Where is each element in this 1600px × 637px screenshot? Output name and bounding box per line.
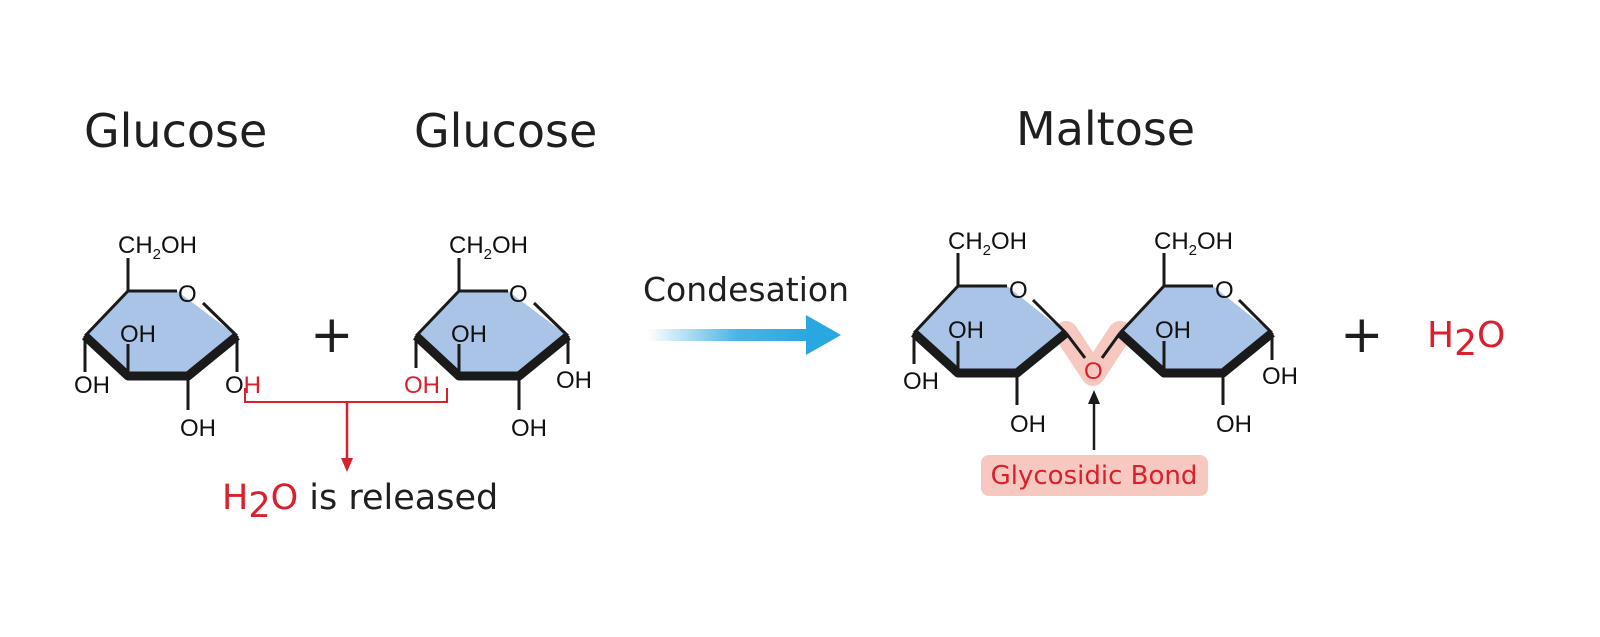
ring-fill: [85, 291, 237, 376]
bottom-oh: OH: [511, 415, 547, 442]
ring2-fill: [1120, 286, 1272, 373]
plus-sign-product: +: [1340, 305, 1384, 365]
ring-front-edge: [81, 332, 240, 381]
ring2-oxygen: O: [1215, 277, 1234, 304]
ring2-inner-oh: OH: [1155, 317, 1191, 344]
bottom-oh: OH: [180, 415, 216, 442]
inner-oh: OH: [120, 321, 156, 348]
ring-oxygen: O: [178, 281, 197, 308]
ch2oh-label: CH2OH: [449, 232, 528, 263]
bond-pointer-head: [1088, 390, 1100, 404]
ring-back-edge: [83, 289, 177, 338]
ring2-right-oh: OH: [1262, 363, 1298, 390]
ring-right-edge: [201, 301, 239, 338]
ring1-right-edge: [1031, 298, 1068, 335]
ring2-right-edge: [1237, 298, 1274, 335]
left-oh: OH: [74, 372, 110, 399]
ring1-oxygen: O: [1009, 277, 1028, 304]
ring1-fill: [914, 286, 1066, 373]
ring-front-edge: [412, 332, 571, 381]
ring-fill: [416, 291, 568, 376]
bridge-oxygen: O: [1084, 358, 1103, 385]
ring1-ch2oh-label: CH2OH: [948, 228, 1027, 259]
ring1-front-edge: [910, 329, 1069, 378]
ring2-front-edge: [1116, 329, 1275, 378]
ring2-back-edge: [1118, 284, 1213, 335]
ring1-inner-oh: OH: [948, 317, 984, 344]
ring1-left-oh: OH: [903, 368, 939, 395]
arrow-head: [806, 315, 841, 355]
glucose-1-title: Glucose: [84, 104, 267, 158]
bridge-bond-left: [1064, 332, 1087, 359]
ring1-back-edge: [912, 284, 1007, 335]
ring1-bottom-oh: OH: [1010, 411, 1046, 438]
bond-label-box: [981, 455, 1208, 496]
glucose-2-title: Glucose: [414, 104, 597, 158]
plus-sign: +: [310, 305, 354, 365]
condensation-label: Condesation: [643, 270, 849, 309]
ring2-ch2oh-label: CH2OH: [1154, 228, 1233, 259]
glycosidic-bond-label: Glycosidic Bond: [991, 461, 1198, 491]
ring2-bottom-oh: OH: [1216, 411, 1252, 438]
maltose-title: Maltose: [1016, 102, 1195, 156]
left-oh-red: OH: [404, 372, 440, 399]
release-arrow-head: [341, 458, 353, 472]
ring-right-edge: [532, 301, 570, 338]
ring-oxygen: O: [509, 281, 528, 308]
arrow-shaft: [648, 329, 810, 341]
water-byproduct: + H2O: [1340, 305, 1505, 365]
bridge-bond-right: [1100, 332, 1122, 359]
glucose-2-molecule: Glucose CH2OH O OH OH OH OH: [404, 104, 597, 442]
ch2oh-label: CH2OH: [118, 232, 197, 263]
ring-back-edge: [414, 289, 508, 338]
condensation-arrow: Condesation: [643, 270, 849, 355]
water-release-indicator: H2O is released: [222, 388, 498, 526]
right-oh: OH: [556, 367, 592, 394]
maltose-molecule: Maltose CH2OH O OH OH OH O CH2OH O OH: [903, 102, 1298, 496]
right-oh: OH: [225, 372, 261, 399]
water-released-label: H2O is released: [222, 478, 498, 526]
water-formula: H2O: [1427, 315, 1505, 364]
inner-oh: OH: [451, 321, 487, 348]
glucose-1-molecule: Glucose CH2OH O OH OH OH OH: [74, 104, 267, 442]
